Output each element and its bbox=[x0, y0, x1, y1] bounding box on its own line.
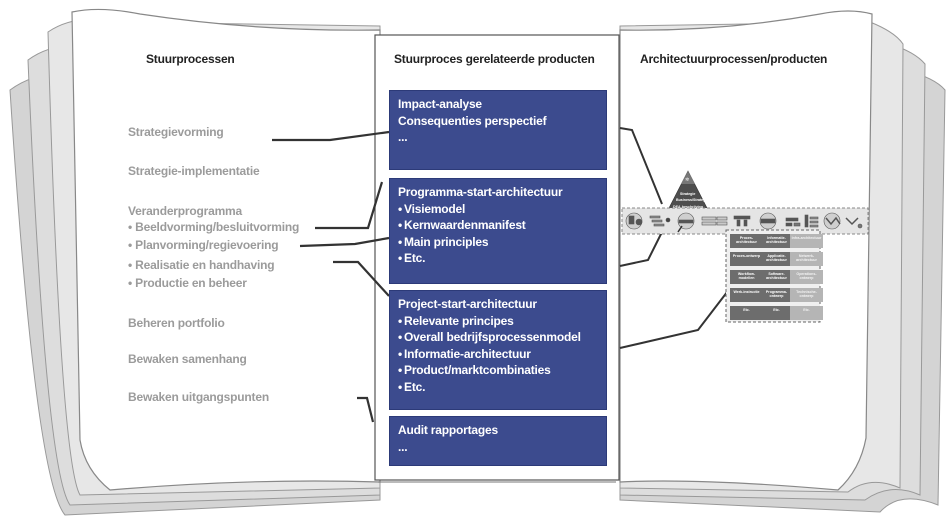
right-connectors bbox=[619, 127, 735, 349]
pyramid-label-business: Business/Strategie bbox=[676, 198, 709, 202]
box-bullet: Informatie-architectuur bbox=[398, 346, 598, 363]
matrix-cell: Workflow-modellen bbox=[730, 270, 763, 284]
sub-item-planvorming: • Planvorming/regievoering bbox=[128, 238, 279, 252]
box-programma-start-architectuur: Programma-start-architectuur Visiemodel … bbox=[389, 178, 607, 284]
matrix-cell: Applicatie-architectuur bbox=[760, 252, 793, 266]
connector-uitgangspunten bbox=[357, 396, 375, 423]
header-producten: Stuurproces gerelateerde producten bbox=[394, 52, 595, 66]
box-bullet: Etc. bbox=[398, 250, 598, 267]
box-bullet: Overall bedrijfsprocessenmodel bbox=[398, 329, 598, 346]
box-bullet: Visiemodel bbox=[398, 201, 598, 218]
connector-veranderprogramma bbox=[315, 181, 384, 230]
matrix-cell: Etc. bbox=[760, 306, 793, 320]
matrix-cell: Programma-ontwerp bbox=[760, 288, 793, 302]
matrix-cell: Operations-ontwerp bbox=[790, 270, 823, 284]
sub-item-label: Planvorming/regievoering bbox=[135, 238, 279, 252]
box-line: ... bbox=[398, 130, 408, 144]
box-impact-analyse: Impact-analyse Consequenties perspectief… bbox=[389, 90, 607, 170]
connector-realisatie bbox=[333, 260, 390, 297]
sub-item-realisatie: • Realisatie en handhaving bbox=[128, 258, 275, 272]
architecture-illustration: ✲ bbox=[620, 168, 870, 328]
connector-impact bbox=[619, 127, 663, 205]
item-strategie-implementatie: Strategie-implementatie bbox=[128, 164, 260, 178]
matrix-cell: Proces-architectuur bbox=[730, 234, 763, 248]
sub-item-productie: • Productie en beheer bbox=[128, 276, 247, 290]
connector-project bbox=[619, 282, 735, 349]
left-connectors bbox=[272, 130, 390, 423]
box-line: Consequenties perspectief bbox=[398, 113, 547, 128]
connector-programma bbox=[619, 231, 663, 267]
box-title: Project-start-architectuur bbox=[398, 297, 537, 311]
item-beheren-portfolio: Beheren portfolio bbox=[128, 316, 225, 330]
box-project-start-architectuur: Project-start-architectuur Relevante pri… bbox=[389, 290, 607, 410]
matrix-cell: Proces-ontwerp bbox=[730, 252, 763, 266]
box-title: Audit rapportages bbox=[398, 423, 498, 437]
matrix-cell: Infra-architectuur bbox=[790, 234, 823, 248]
matrix-cell: Technische-ontwerp bbox=[790, 288, 823, 302]
box-bullet: Etc. bbox=[398, 379, 598, 396]
matrix-cell: Netwerk-architectuur bbox=[790, 252, 823, 266]
sub-item-label: Beeldvorming/besluitvorming bbox=[135, 220, 300, 234]
box-title: Impact-analyse bbox=[398, 97, 482, 111]
product-column: Impact-analyse Consequenties perspectief… bbox=[375, 35, 619, 480]
item-bewaken-uitgangspunten: Bewaken uitgangspunten bbox=[128, 390, 269, 404]
box-bullet: Relevante principes bbox=[398, 313, 598, 330]
band-icons bbox=[625, 212, 863, 233]
matrix-cell: Werk-instructie bbox=[730, 288, 763, 302]
box-line: ... bbox=[398, 439, 408, 454]
box-audit-rapportages: Audit rapportages ... bbox=[389, 416, 607, 466]
box-bullet: Kernwaardenmanifest bbox=[398, 217, 598, 234]
connector-planvorming bbox=[299, 236, 390, 248]
matrix-cell: Software-architectuur bbox=[760, 270, 793, 284]
sub-item-beeldvorming: • Beeldvorming/besluitvorming bbox=[128, 220, 300, 234]
item-strategievorming: Strategievorming bbox=[128, 125, 224, 139]
pyramid-top bbox=[681, 171, 695, 184]
illustration-graphics: ✲ bbox=[621, 170, 869, 323]
pyramid-label-dea: DEA-beschrijving bbox=[673, 205, 703, 209]
matrix-cell: Etc. bbox=[790, 306, 823, 320]
box-bullet: Main principles bbox=[398, 234, 598, 251]
header-stuurprocessen: Stuurprocessen bbox=[146, 52, 235, 66]
matrix-cell: Informatie-architectuur bbox=[760, 234, 793, 248]
item-bewaken-samenhang: Bewaken samenhang bbox=[128, 352, 247, 366]
pyramid-top-icon: ✲ bbox=[685, 177, 690, 183]
connector-strategievorming bbox=[272, 130, 390, 142]
sub-item-label: Productie en beheer bbox=[135, 276, 247, 290]
box-title: Programma-start-architectuur bbox=[398, 185, 563, 199]
pyramid-label-strategie: Strategie bbox=[680, 192, 696, 196]
box-bullet: Product/marktcombinaties bbox=[398, 362, 598, 379]
sub-item-label: Realisatie en handhaving bbox=[135, 258, 275, 272]
item-veranderprogramma: Veranderprogramma bbox=[128, 204, 242, 218]
matrix-cell: Etc. bbox=[730, 306, 763, 320]
header-architectuur: Architectuurprocessen/producten bbox=[640, 52, 828, 66]
